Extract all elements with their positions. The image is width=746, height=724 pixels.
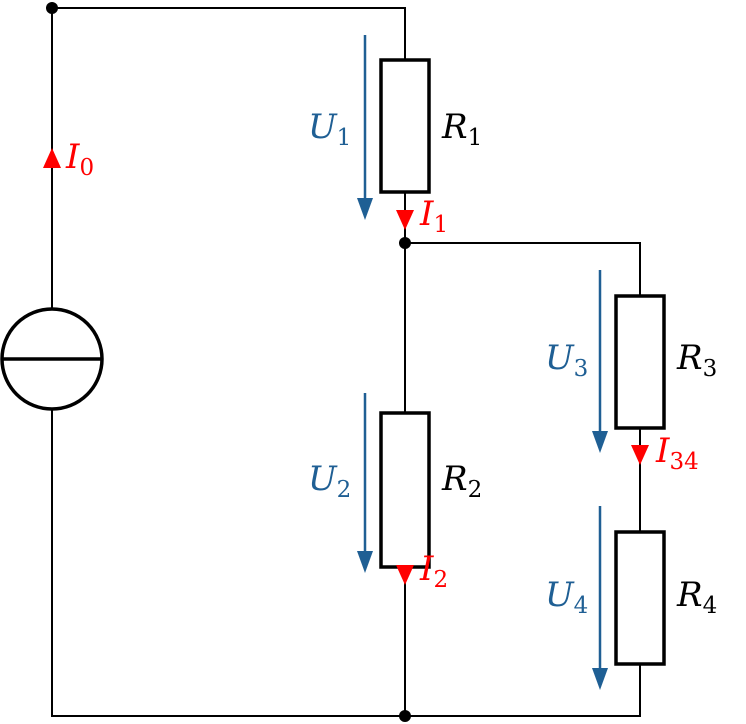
label-u2: U2 [308,459,351,503]
resistor-r2 [379,411,431,569]
resistor-r4 [614,530,666,666]
label-r1: R1 [441,107,482,151]
wire-top [51,7,406,61]
current-arrow-i34 [631,445,649,465]
current-arrow-i2 [396,565,414,585]
node-bottom [399,710,411,722]
node-middle [399,237,411,249]
current-arrow-i0 [43,148,61,168]
voltage-arrow-u2 [357,393,373,573]
label-i34: I34 [655,431,699,475]
label-r2: R2 [441,459,482,503]
voltage-arrow-u3 [592,270,608,453]
voltage-arrow-u4 [592,506,608,690]
wires [51,7,641,717]
label-r3: R3 [676,338,717,382]
label-i2: I2 [419,549,448,593]
wire-branch-top [404,242,641,297]
label-u3: U3 [545,338,588,382]
label-u1: U1 [308,107,351,151]
node-top-left [46,2,58,14]
resistor-r3 [614,294,666,430]
resistor-r1 [379,58,431,194]
voltage-arrow-u1 [357,35,373,220]
label-u4: U4 [545,575,588,619]
label-r4: R4 [676,575,717,619]
label-i0: I0 [65,137,94,181]
current-source [0,307,104,411]
label-i1: I1 [419,194,448,238]
current-arrow-i1 [396,210,414,230]
